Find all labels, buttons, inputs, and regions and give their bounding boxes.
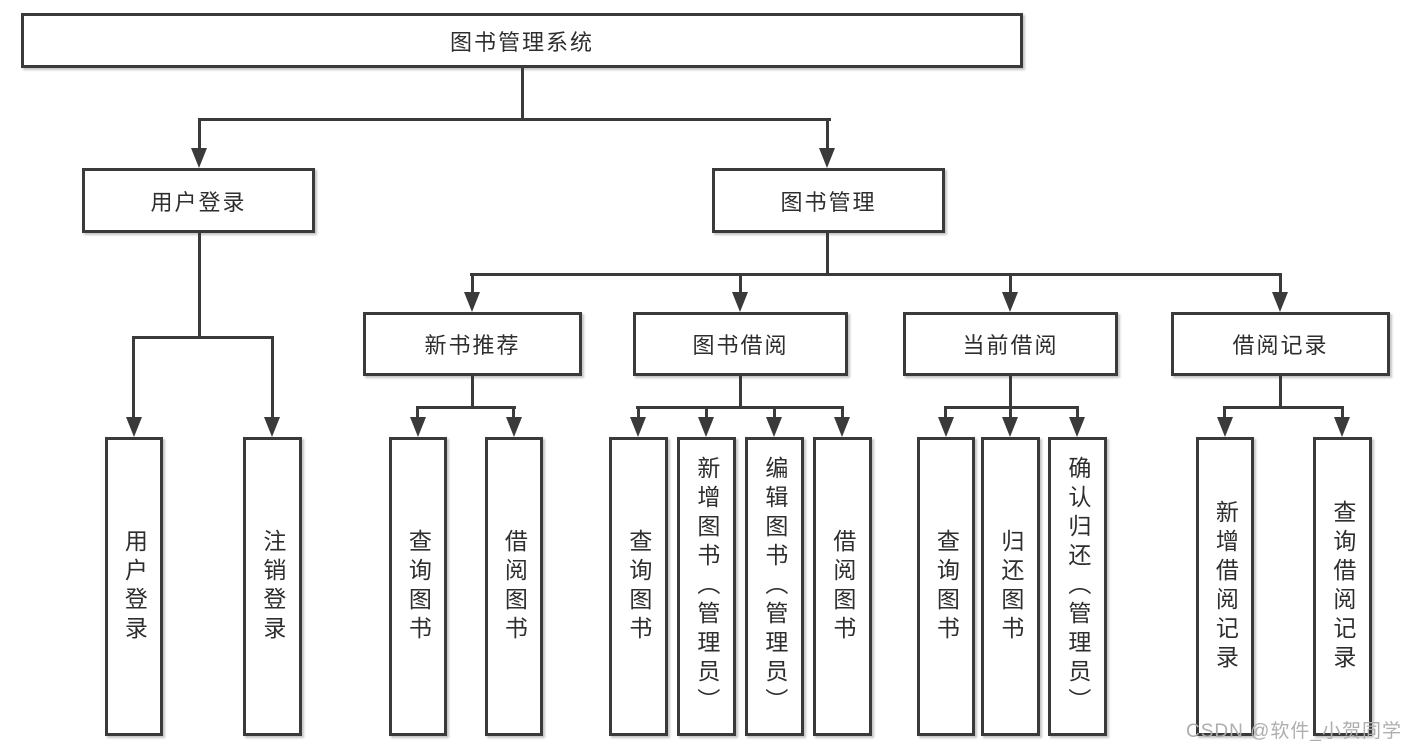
arrow-to-cb-query [938,417,954,437]
node-leaf-bb-add-books-admin: 新增图书（管理员） [677,437,736,736]
connector-user-login-split [132,336,274,339]
connector-to-nb-query-stem [416,406,419,421]
arrow-to-logout [264,417,280,437]
arrow-to-book-borrow [732,292,748,312]
connector-to-nb-borrow-stem [512,406,515,421]
node-leaf-bb-borrow-books: 借阅图书 [813,437,872,736]
connector-to-logout-stem [271,336,274,421]
node-leaf-user-login: 用户登录 [105,437,163,736]
node-borrow-records: 借阅记录 [1171,312,1390,376]
node-book-borrow: 图书借阅 [633,312,848,376]
connector-current-borrow-stem [1009,376,1012,409]
arrow-to-br-query [1334,417,1350,437]
connector-to-cb-return-stem [1009,406,1012,421]
arrow-to-current-borrow [1002,292,1018,312]
node-leaf-br-add-record: 新增借阅记录 [1196,437,1254,736]
arrow-to-nb-borrow [506,417,522,437]
connector-new-book-stem [471,376,474,409]
arrow-to-book-mgmt [819,148,835,168]
connector-to-bb-add-stem [705,406,708,421]
node-library-system: 图书管理系统 [21,13,1023,68]
connector-to-cb-confirm-stem [1076,406,1079,421]
connector-to-user-login-stem [198,118,201,152]
node-leaf-nb-borrow-books: 借阅图书 [485,437,543,736]
connector-to-login-stem [132,336,135,421]
connector-borrow-records-stem [1279,376,1282,409]
arrow-to-new-book-rec [464,292,480,312]
connector-book-mgmt-split [470,273,1282,276]
node-new-book-recommend: 新书推荐 [363,312,582,376]
connector-borrow-records-split [1223,406,1343,409]
arrow-to-nb-query [410,417,426,437]
node-book-management: 图书管理 [712,168,945,233]
connector-to-current-borrow-stem [1009,273,1012,300]
arrow-to-bb-add [698,417,714,437]
node-leaf-nb-query-books: 查询图书 [389,437,447,736]
arrow-to-bb-query [630,417,646,437]
arrow-to-borrow-records [1272,292,1288,312]
arrow-to-br-add [1217,417,1233,437]
node-leaf-br-query-record: 查询借阅记录 [1313,437,1372,736]
connector-to-br-add-stem [1223,406,1226,421]
connector-book-mgmt-stem [826,233,829,276]
node-leaf-logout: 注销登录 [243,437,302,736]
connector-to-bb-edit-stem [773,406,776,421]
node-leaf-cb-query-books: 查询图书 [917,437,975,736]
arrow-to-cb-return [1002,417,1018,437]
arrow-to-user-login [191,148,207,168]
connector-to-book-borrow-stem [739,273,742,300]
connector-to-cb-query-stem [944,406,947,421]
connector-new-book-split [416,406,516,409]
connector-to-br-query-stem [1341,406,1344,421]
connector-user-login-stem [198,233,201,339]
connector-root-split [198,118,831,121]
arrow-to-bb-borrow [834,417,850,437]
arrow-to-cb-confirm [1069,417,1085,437]
arrow-to-bb-edit [766,417,782,437]
connector-to-borrow-records-stem [1279,273,1282,300]
connector-to-book-mgmt-stem [826,118,829,152]
connector-to-new-book-stem [471,273,474,300]
connector-to-bb-query-stem [637,406,640,421]
node-current-borrow: 当前借阅 [903,312,1118,376]
node-leaf-cb-confirm-return-admin: 确认归还（管理员） [1048,437,1107,736]
csdn-watermark: CSDN @软件_小贺同学 [1186,721,1402,742]
connector-root-stem [521,68,524,121]
connector-to-bb-borrow-stem [841,406,844,421]
connector-book-borrow-stem [739,376,742,409]
node-leaf-bb-query-books: 查询图书 [609,437,668,736]
node-user-login: 用户登录 [82,168,315,233]
node-leaf-bb-edit-books-admin: 编辑图书（管理员） [745,437,804,736]
node-leaf-cb-return-books: 归还图书 [981,437,1040,736]
arrow-to-login [126,417,142,437]
connector-book-borrow-split [636,406,844,409]
